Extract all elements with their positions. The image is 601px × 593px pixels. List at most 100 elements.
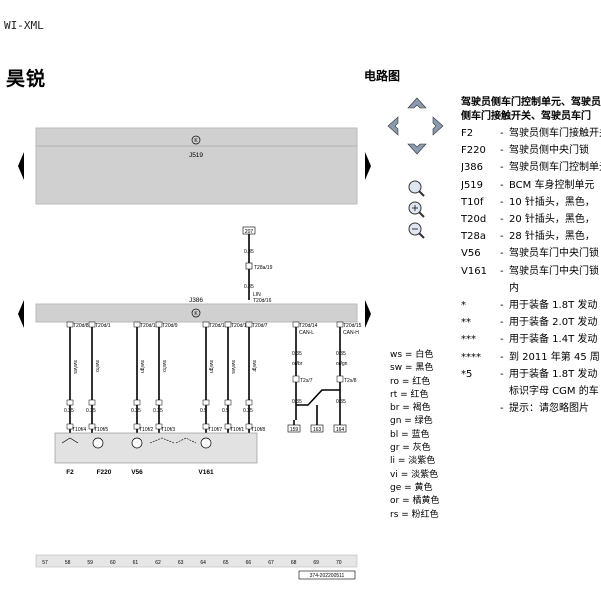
component-legend-row: T20d -20 针插头，黑色， [461,213,601,227]
pin-size-label: 0.5 [222,408,229,414]
ref-box-164: 164 [333,420,347,433]
legend-dash: - [500,317,504,329]
pin-color-label: or/gn [336,361,348,367]
legend-desc: 驾驶员车门中央门锁 [509,248,599,260]
pin-number: 57 [42,560,48,566]
pin-size-label: 0.35 [131,408,141,414]
legend-dash: - [500,368,504,380]
svg-text:159: 159 [290,427,299,433]
model-name: 昊锐 [6,68,47,90]
legend-desc: 用于装备 2.0T 发动 [509,317,598,329]
ground-symbol-mid [191,308,201,318]
pin-size-label: 0.35 [336,351,346,357]
legend-code: T10f [461,196,484,208]
zoom-fit-icon[interactable] [408,201,425,218]
pin-bottom-label: T10f/5 [94,427,108,433]
legend-desc: 28 针插头，黑色， [509,231,595,243]
pin-size-label: 0.5 [200,408,207,414]
legend-dash: - [500,214,504,225]
pin-harness-label: sw/gn [139,360,145,373]
color-legend-item: ge = 黄色 [390,482,433,493]
component-legend-title: 驾驶员侧车门控制单元、驾驶员 侧车门接触开关、驾驶员车门 [461,96,601,124]
legend-desc: 用于装备 1.8T 发动 [509,300,598,311]
ref-box-159: 159 [287,420,301,433]
component-legend-row: J386-驾驶员侧车门控制单元 [461,161,601,175]
pin-bottom-label: T2s/8 [344,378,357,384]
component-legend-row: *-用于装备 1.8T 发动 [461,299,601,313]
pin-bottom-label: T10f/4 [72,427,86,433]
pin-conn-label: T20d/19 [140,323,159,329]
color-legend-item: ro = 红色 [390,376,431,387]
component-label-f2: F2 [66,469,74,476]
right-arrow-icon[interactable] [432,116,444,136]
wire-code-lin: LIN [253,292,261,298]
legend-code: T20d [461,214,487,225]
can-bridge [296,389,340,406]
pin-number: 60 [110,560,116,566]
page-right-arrow-icon-2[interactable] [365,300,371,328]
motor-v161 [200,437,212,449]
legend-code: ** [461,317,471,329]
pin-number: 66 [246,560,252,566]
legend-desc: 到 2011 年第 45 周 [509,351,600,363]
pin-size-label: 0.35 [292,351,302,357]
color-legend-item: gn = 绿色 [390,416,433,427]
legend-dash: - [500,351,504,363]
diagram-id: 374-202200511 [310,573,345,579]
legend-code: V56 [461,248,481,260]
component-legend-row: *5-用于装备 1.8T 发动 [461,368,601,382]
page-left-arrow-icon-2[interactable] [18,300,24,328]
zoom-out-icon[interactable] [408,222,425,239]
legend-code: J519 [461,179,484,191]
page-right-arrow-icon[interactable] [365,152,371,180]
module-j519 [35,127,358,205]
pin-number: 65 [223,560,229,566]
connector-t28a-label: T28a/19 [254,265,273,271]
color-legend-item: sw = 黑色 [390,363,434,374]
switch-f2 [61,437,79,444]
pin-number: 63 [178,560,184,566]
legend-desc: 20 针插头，黑色， [509,214,595,225]
color-legend-item: rt = 红色 [390,389,429,400]
color-legend-item: ws = 白色 [390,350,434,360]
zoom-in-icon[interactable] [408,180,425,197]
legend-desc: 用于装备 1.8T 发动 [509,368,598,380]
legend-desc: BCM 车身控制单元 [509,179,595,191]
pin-harness-label: CAN-H [343,330,359,336]
pin-size-label: 0.35 [64,408,74,414]
up-arrow-icon[interactable] [407,97,427,109]
color-legend-item: or = 橘黄色 [390,496,440,507]
connector-t20d16-label: T20d/16 [253,298,272,304]
pin-number: 67 [268,560,274,566]
legend-desc: 驾驶员侧中央门锁 [509,145,589,157]
legend-desc: 标识字母 CGM 的车 [509,386,599,397]
left-arrow-icon[interactable] [387,116,399,136]
page-left-arrow-icon[interactable] [18,152,24,180]
component-legend-row: T10f-10 针插头，黑色， [461,196,601,210]
pin-bottom-size: 0.35 [336,399,346,405]
pin-harness-label: sw/ws [230,360,236,374]
legend-dash: - [500,231,504,243]
pin-size-label: 0.35 [86,408,96,414]
component-legend-row: F2-驾驶员侧车门接触开关 [461,127,601,141]
legend-dash: - [500,248,504,260]
color-legend-item: br = 褐色 [390,403,431,414]
component-label-f220: F220 [97,469,112,476]
down-arrow-icon[interactable] [407,143,427,155]
component-label-v161: V161 [198,469,214,476]
component-legend-row: -提示：请忽略图片 [461,402,601,416]
navigation-panel [387,97,444,239]
pin-number: 68 [291,560,297,566]
pin-number: 69 [313,560,319,566]
legend-dash: - [500,145,504,157]
legend-desc: 提示：请忽略图片 [509,403,589,415]
svg-text:163: 163 [313,427,322,433]
